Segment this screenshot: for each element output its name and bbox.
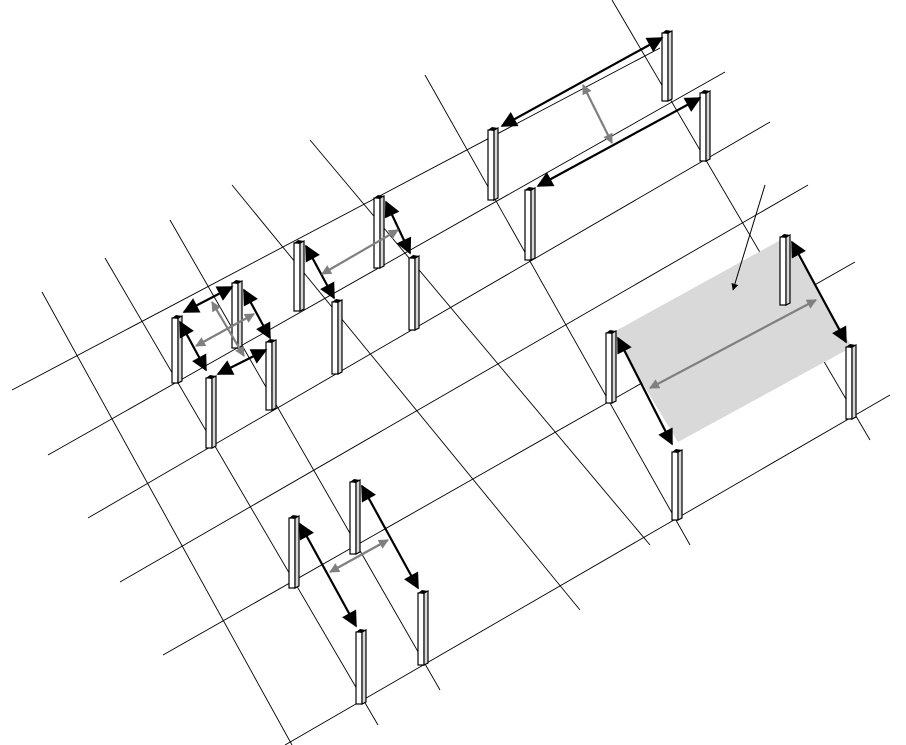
post — [293, 240, 305, 312]
grid-row-line — [47, 71, 726, 456]
secondary-dimension-arrow — [582, 84, 613, 144]
grid-column-line — [169, 219, 441, 691]
primary-dimension-arrow — [536, 97, 702, 187]
dimensions-layer — [179, 37, 847, 628]
primary-dimension-arrow — [617, 336, 673, 446]
post — [417, 590, 429, 666]
post — [331, 299, 343, 375]
secondary-dimension-arrow — [329, 539, 389, 573]
post — [605, 330, 617, 404]
post — [661, 30, 673, 102]
primary-dimension-arrow — [305, 244, 335, 300]
grid-lines — [11, 0, 891, 745]
grid-row-line — [87, 121, 771, 519]
post — [779, 234, 791, 306]
post — [845, 344, 857, 420]
secondary-dimension-arrow — [211, 301, 245, 357]
secondary-dimension-arrow — [321, 229, 399, 275]
primary-dimension-arrow — [243, 288, 271, 340]
primary-dimension-arrow — [361, 484, 419, 590]
grid-column-line — [424, 74, 691, 546]
primary-dimension-arrow — [216, 349, 268, 375]
post — [355, 629, 367, 705]
post — [524, 187, 536, 261]
post — [699, 90, 711, 162]
leader-arrow — [731, 184, 766, 291]
primary-dimension-arrow — [791, 240, 847, 344]
secondary-dimension-arrow — [649, 299, 817, 389]
primary-dimension-arrow — [299, 522, 357, 628]
post — [288, 515, 300, 589]
grid-column-line — [309, 139, 651, 546]
primary-dimension-arrow — [500, 37, 664, 127]
grid-row-line — [284, 394, 891, 745]
post — [265, 339, 277, 411]
grid-column-line — [231, 184, 581, 611]
post — [349, 479, 361, 555]
primary-dimension-arrow — [179, 320, 207, 372]
grid-column-line — [41, 291, 293, 745]
secondary-dimension-arrow — [195, 313, 255, 347]
grid-column-line — [104, 257, 379, 726]
primary-dimension-arrow — [182, 286, 234, 313]
primary-dimension-arrow — [384, 200, 412, 255]
post — [408, 255, 420, 331]
post — [373, 195, 385, 269]
post — [205, 375, 217, 449]
highlight-area — [612, 237, 852, 442]
grid-row-line — [119, 184, 809, 583]
post — [487, 127, 499, 201]
post — [671, 449, 683, 521]
